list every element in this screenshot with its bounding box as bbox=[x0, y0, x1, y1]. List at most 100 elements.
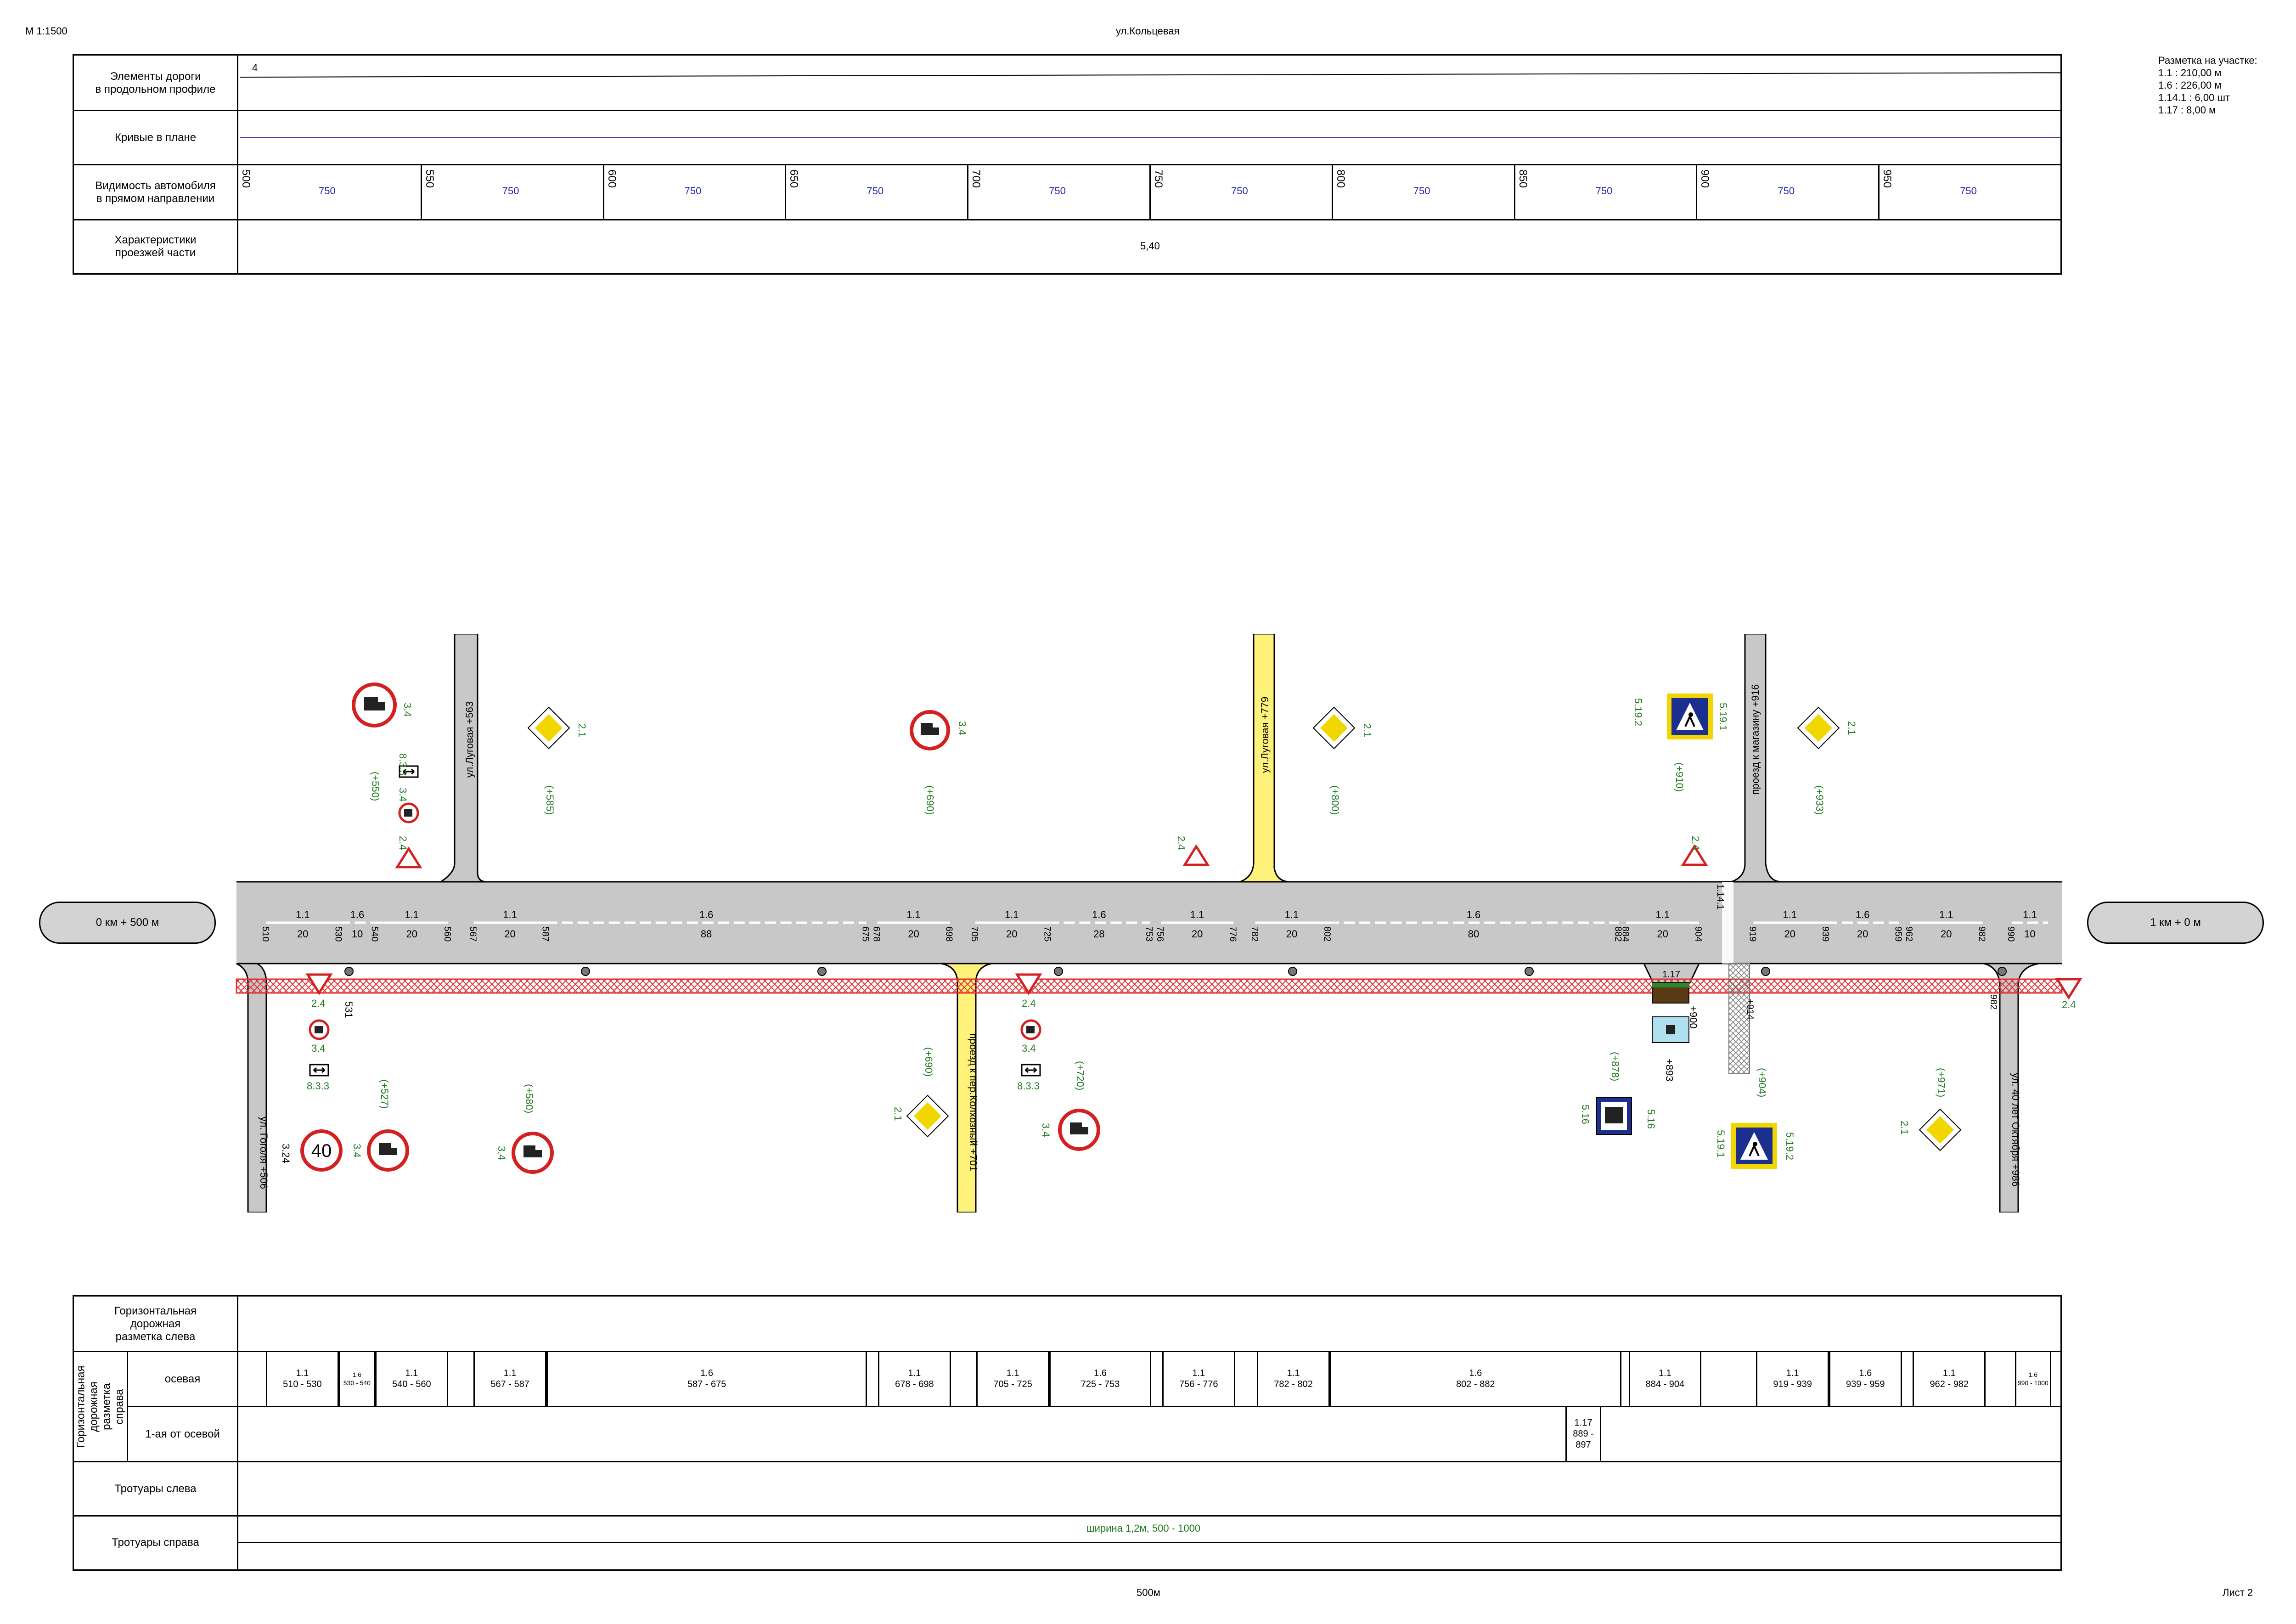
marking-length-label: 20 bbox=[297, 928, 308, 940]
sign-picket: (+720) bbox=[1075, 1061, 1086, 1090]
marking-length-label: 20 bbox=[406, 928, 417, 940]
row-label-left-marking-text: Горизонтальная дорожная разметка слева bbox=[114, 1305, 197, 1343]
row-label-curves: Кривые в плане bbox=[74, 111, 238, 165]
axis-segment-type: 1.1 bbox=[1287, 1368, 1300, 1378]
visibility-km: 850 bbox=[1516, 169, 1529, 188]
street-name: ул. 40 лет Октября +986 bbox=[2010, 1073, 2021, 1187]
axis-segment-type: 1.1 bbox=[1006, 1368, 1019, 1378]
marking-length-label: 20 bbox=[1006, 928, 1017, 940]
row-label-axis-text: осевая bbox=[164, 1373, 201, 1385]
priority-road-sign-icon bbox=[1312, 706, 1356, 750]
street-name: проезд к пер.Колхозный +701 bbox=[968, 1033, 979, 1171]
row-label-visibility: Видимость автомобиля в прямом направлени… bbox=[74, 165, 238, 220]
end-chainage-label: 1 км + 0 м bbox=[2087, 902, 2264, 944]
row-label-curves-text: Кривые в плане bbox=[114, 131, 197, 144]
marking-length-label: 88 bbox=[701, 928, 712, 940]
sign-code: 3.4 bbox=[311, 1043, 326, 1054]
length-label: 500м bbox=[1137, 1587, 1160, 1598]
sign-code: 5.19.2 bbox=[1784, 1132, 1795, 1160]
row-divider bbox=[74, 164, 2060, 165]
side-road-kolkhozny bbox=[941, 963, 992, 1212]
axis-segment-type: 1.1 bbox=[1659, 1368, 1671, 1378]
curves-line bbox=[240, 137, 2060, 138]
axis-segment-range: 540 - 560 bbox=[392, 1379, 431, 1389]
start-chainage-label: 0 км + 500 м bbox=[39, 902, 216, 944]
street-title: ул.Кольцевая bbox=[1116, 25, 1180, 37]
picket-number: 884 bbox=[1620, 926, 1630, 942]
sign-code: +900 bbox=[1688, 1006, 1699, 1029]
axis-segment-range: 510 - 530 bbox=[283, 1379, 322, 1389]
row-divider bbox=[74, 219, 2060, 220]
marking-type-label: 1.1 bbox=[1005, 909, 1019, 920]
picket-number: 530 bbox=[333, 926, 343, 942]
marking-type-label: 1.6 bbox=[1856, 909, 1870, 920]
marking-length-label: 10 bbox=[2024, 928, 2035, 940]
scale-label: М 1:1500 bbox=[25, 25, 68, 37]
bus-stop-pavilion-icon bbox=[1652, 982, 1689, 1004]
marking-type-label: 1.1 bbox=[1783, 909, 1797, 920]
sign-picket: (+878) bbox=[1609, 1052, 1621, 1081]
marking-type-label: 1.6 bbox=[350, 909, 365, 920]
row-label-roadway-text: Характеристики проезжей части bbox=[114, 234, 197, 259]
sign-picket: (+550) bbox=[370, 772, 381, 801]
sign-code: 8.3.3 bbox=[1017, 1080, 1040, 1092]
sign-code: 3.4 bbox=[1040, 1123, 1052, 1137]
row-label-sidewalk-right-text: Тротуары справа bbox=[112, 1536, 199, 1549]
lamp-post-markers bbox=[344, 967, 2007, 976]
picket-number: 959 bbox=[1893, 926, 1903, 942]
sign-code: 2.4 bbox=[1022, 998, 1036, 1009]
side-road-40-let bbox=[1983, 963, 2039, 1212]
sign-code: 3.4 bbox=[397, 788, 409, 802]
row-label-first-text: 1-ая от осевой bbox=[145, 1428, 220, 1440]
axis-segment-type: 1.1 bbox=[1942, 1368, 1956, 1378]
visibility-km: 650 bbox=[788, 169, 800, 188]
axis-segment-range: 990 - 1000 bbox=[2017, 1379, 2048, 1387]
no-trucks-sign-icon bbox=[352, 682, 397, 727]
axis-segment-type: 1.1 bbox=[908, 1368, 921, 1378]
legend-title: Разметка на участке: bbox=[2158, 55, 2257, 66]
visibility-km: 800 bbox=[1334, 169, 1347, 188]
first-axis-range: 889 - 897 bbox=[1573, 1429, 1594, 1450]
road-plan: 1.1201.6101.1201.1201.6881.1201.1201.628… bbox=[236, 634, 2082, 1212]
sign-code: 2.1 bbox=[1899, 1121, 1910, 1135]
marking-type-label: 1.1 bbox=[1285, 909, 1299, 920]
row-label-left-marking: Горизонтальная дорожная разметка слева bbox=[74, 1297, 238, 1352]
sign-picket: (+933) bbox=[1814, 785, 1825, 815]
visibility-value: 750 bbox=[319, 185, 336, 197]
axis-segment-type: 1.6 bbox=[700, 1368, 713, 1378]
row-divider bbox=[128, 1406, 2060, 1407]
axis-segment-type: 1.6 bbox=[2028, 1371, 2038, 1378]
sign-code: 3.4 bbox=[1022, 1043, 1036, 1054]
sidewalk-right-value: ширина 1,2м, 500 - 1000 bbox=[1086, 1522, 1201, 1534]
picket-number: 904 bbox=[1693, 926, 1703, 942]
side-road-lugovaya-563 bbox=[439, 634, 487, 883]
marking-length-label: 20 bbox=[1192, 928, 1203, 940]
street-name: проезд к магазину +916 bbox=[1750, 684, 1761, 795]
bottom-table: Горизонтальная дорожная разметка слева Г… bbox=[73, 1295, 2062, 1571]
crosswalk-path bbox=[1728, 963, 1750, 1074]
visibility-km: 700 bbox=[970, 169, 983, 188]
priority-road-sign-icon bbox=[527, 706, 570, 750]
no-trucks-sign-icon bbox=[367, 1129, 409, 1172]
sign-code: 3.4 bbox=[351, 1144, 363, 1158]
visibility-value: 750 bbox=[1595, 185, 1613, 197]
marking-length-label: 20 bbox=[908, 928, 919, 940]
row-label-first-from-axis: 1-ая от осевой bbox=[128, 1407, 238, 1462]
crosswalk-marking-label: 1.14.1 bbox=[1715, 884, 1725, 910]
no-trucks-sign-small-icon bbox=[309, 1019, 330, 1040]
sign-picket: (+971) bbox=[1936, 1068, 1947, 1097]
picket-number: 587 bbox=[540, 926, 551, 942]
marking-type-label: 1.1 bbox=[405, 909, 419, 920]
sign-code: 8.3.3 bbox=[397, 753, 409, 776]
axis-segment-range: 962 - 982 bbox=[1930, 1379, 1969, 1389]
marking-type-label: 1.1 bbox=[296, 909, 310, 920]
